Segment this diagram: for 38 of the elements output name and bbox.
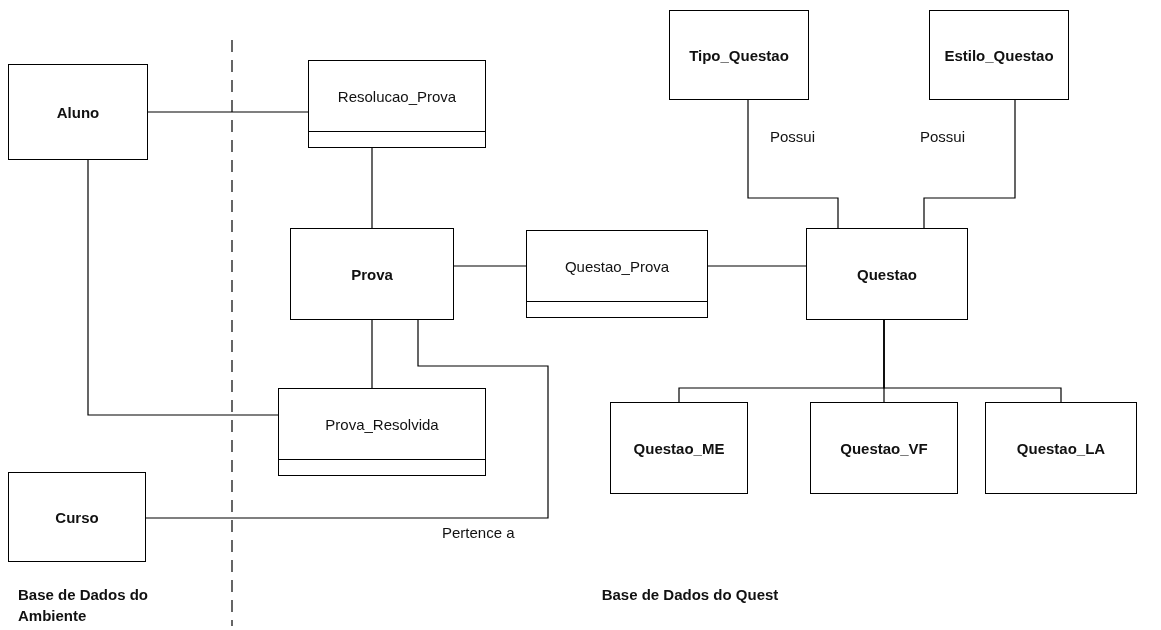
entity-box: [610, 402, 748, 494]
entity-box: [806, 228, 968, 320]
entity-name: Questao_VF: [840, 439, 928, 457]
connector-line: [371, 147, 373, 229]
entity-box: [929, 10, 1069, 100]
connector-line: [707, 265, 807, 267]
entity-box: [8, 64, 148, 160]
entity-name: Questao: [857, 265, 917, 283]
entity-name: Questao_ME: [633, 439, 725, 457]
entity-box: [810, 402, 958, 494]
section-caption: Base de Dados do Quest: [600, 585, 780, 605]
connector-line: [87, 159, 279, 416]
entity-box: [669, 10, 809, 100]
edge-label: Possui: [768, 128, 818, 145]
connector-line: [371, 319, 373, 389]
edge-label: Possui: [918, 128, 968, 145]
connector-line: [453, 265, 527, 267]
connector-line: [147, 111, 309, 113]
entity-box: [8, 472, 146, 562]
table-box: [278, 388, 486, 476]
connector-line: [145, 319, 549, 519]
entity-name: Resolucao_Prova: [337, 87, 457, 105]
table-box: [308, 60, 486, 148]
entity-name: Tipo_Questao: [689, 46, 789, 64]
connector-line: [883, 319, 1062, 403]
entity-name: Estilo_Questao: [944, 46, 1054, 64]
entity-name: Prova: [351, 265, 393, 283]
entity-name: Questao_Prova: [564, 257, 670, 275]
entity-name: Curso: [55, 508, 99, 526]
connector-line: [747, 99, 839, 229]
entity-name: Aluno: [56, 103, 100, 121]
entity-box: [985, 402, 1137, 494]
table-box: [526, 230, 708, 318]
entity-box: [290, 228, 454, 320]
entity-name: Prova_Resolvida: [325, 415, 439, 433]
section-caption: Base de Dados do Ambiente: [18, 585, 150, 626]
entity-name: Questao_LA: [1016, 439, 1106, 457]
connector-line: [923, 99, 1016, 229]
